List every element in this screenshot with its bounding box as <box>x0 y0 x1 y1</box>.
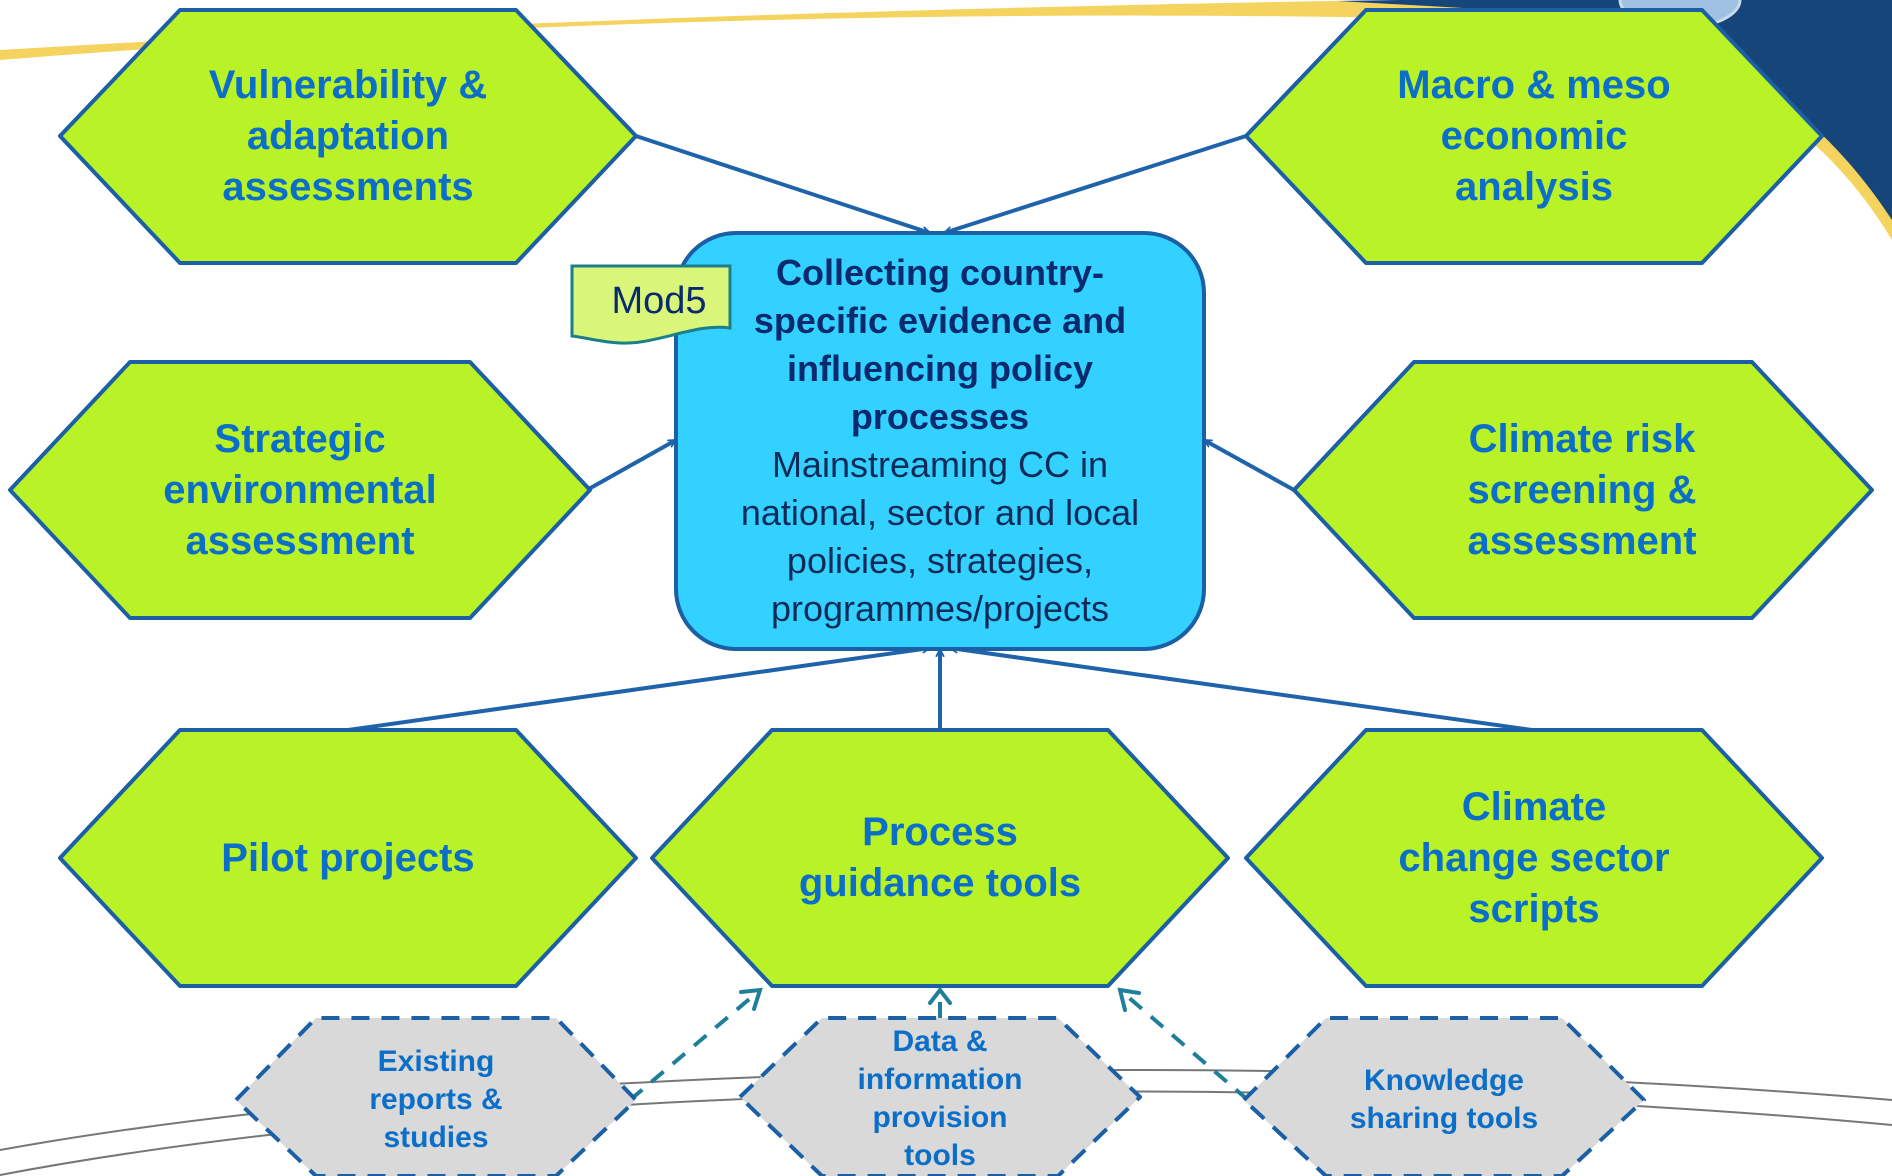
hex-vulnerability <box>58 8 638 265</box>
hex-existing-reports <box>234 1016 638 1176</box>
arrow-sector <box>949 644 1533 732</box>
hex-macro <box>1244 8 1824 265</box>
banner-blue-band <box>1320 0 1892 220</box>
hex-sea <box>8 360 592 620</box>
hex-climate-risk <box>1292 360 1874 620</box>
dashed-arrow-existing <box>628 988 762 1102</box>
arrow-macro <box>943 134 1247 236</box>
dashed-arrow-knowledge <box>1118 988 1250 1102</box>
support-hexagons <box>234 1016 1646 1176</box>
hex-pilot <box>58 728 638 988</box>
hex-sector <box>1244 728 1824 988</box>
input-hexagons <box>8 8 1874 988</box>
mod5-tag-shape <box>570 264 732 345</box>
arrow-vulnerability <box>635 134 931 236</box>
hex-process <box>650 728 1230 988</box>
arrow-climate-risk <box>1203 438 1295 492</box>
connectors <box>347 134 1533 732</box>
dashed-connectors <box>628 988 1250 1102</box>
hex-knowledge <box>1242 1016 1646 1176</box>
arrowhead <box>928 986 952 1005</box>
hex-data-info <box>738 1016 1142 1176</box>
arrow-pilot <box>347 644 931 732</box>
central-box-shape <box>674 231 1206 651</box>
arrowhead <box>1117 987 1141 1012</box>
arrowhead <box>739 987 763 1011</box>
arrow-sea <box>586 438 677 492</box>
dashed-arrowheads <box>739 986 1141 1012</box>
